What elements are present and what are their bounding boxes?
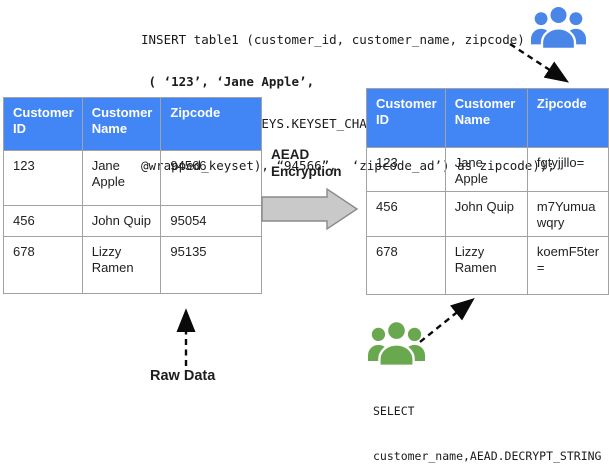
raw-data-label: Raw Data [150,368,216,384]
dashed-arrow-insert-to-encrypted-table-icon [509,42,570,83]
column-header: Zipcode [526,88,609,148]
users-group-green-icon [368,319,425,366]
table-cell: 123 [366,147,446,192]
table-cell: 678 [3,236,83,294]
users-group-blue-icon [531,4,586,49]
encryption-block-arrow [261,187,359,231]
column-header: Zipcode [160,97,263,151]
column-header: Customer Name [444,88,528,148]
column-header: Customer Name [81,97,162,151]
table-header-row: Customer ID Customer Name Zipcode [366,88,609,148]
table-cell: Lizzy Ramen [81,236,162,294]
table-row: 456 John Quip m7Yumuawqry [366,191,609,237]
table-cell-encrypted: fgtyjjllo= [526,147,609,192]
table-row: 678 Lizzy Ramen koemF5ter= [366,236,609,295]
table-cell-encrypted: m7Yumuawqry [526,191,609,237]
column-header: Customer ID [366,88,446,148]
table-header-row: Customer ID Customer Name Zipcode [3,97,263,151]
table-row: 456 John Quip 95054 [3,205,263,237]
table-cell: 456 [366,191,446,237]
code-line: SELECT [373,404,415,418]
table-cell: Jane Apple [81,150,162,206]
code-line: customer_name,AEAD.DECRYPT_STRING [373,449,602,463]
raw-data-arrow [176,308,196,366]
table-cell: John Quip [81,205,162,237]
table-row: 123 Jane Apple 94566 [3,150,263,206]
table-cell: 95135 [160,236,263,294]
table-cell: 678 [366,236,446,295]
code-line: ( ‘123’, ‘Jane Apple’, [141,74,315,89]
select-query-code: SELECT customer_name,AEAD.DECRYPT_STRING… [373,374,601,469]
table-cell: 456 [3,205,83,237]
table-cell: John Quip [444,191,528,237]
encrypted-data-table: Customer ID Customer Name Zipcode 123 Ja… [366,88,609,295]
table-cell: 94566 [160,150,263,206]
table-cell-encrypted: koemF5ter= [526,236,609,295]
table-row: 678 Lizzy Ramen 95135 [3,236,263,294]
table-cell: 123 [3,150,83,206]
aead-encryption-label: AEAD Encryption [271,147,342,179]
table-row: 123 Jane Apple fgtyjjllo= [366,147,609,192]
table-cell: Jane Apple [444,147,528,192]
column-header: Customer ID [3,97,83,151]
dashed-arrow-select-to-encrypted-table [419,297,475,343]
raw-data-table: Customer ID Customer Name Zipcode 123 Ja… [3,97,263,294]
table-cell: Lizzy Ramen [444,236,528,295]
table-cell: 95054 [160,205,263,237]
